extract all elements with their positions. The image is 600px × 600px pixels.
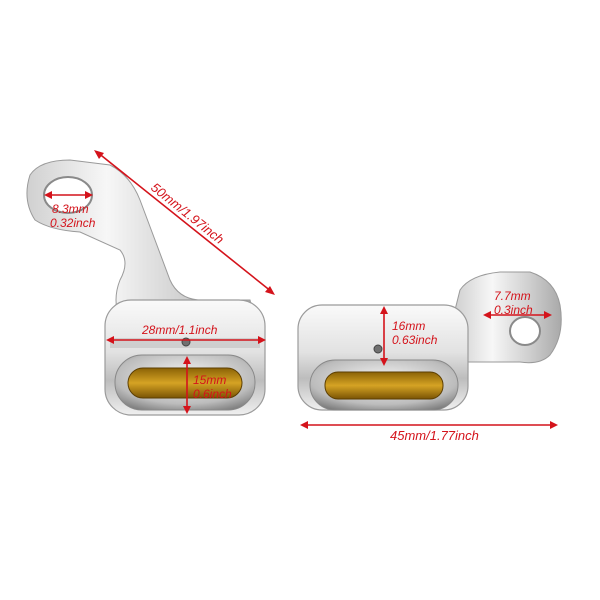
right-bracket (297, 271, 562, 411)
left-length-label: 50mm/1.97inch (148, 180, 227, 247)
right-height-mm-label: 16mm (392, 319, 425, 333)
right-mount-hole (509, 316, 541, 346)
left-dimensions (44, 150, 275, 414)
right-dimensions (300, 306, 558, 429)
left-width-label: 28mm/1.1inch (141, 323, 218, 337)
right-hole-mm-label: 7.7mm (494, 289, 531, 303)
left-hole-mm-label: 8.3mm (52, 202, 89, 216)
right-hole-in-label: 0.3inch (494, 303, 533, 317)
left-lens-in-label: 0.6inch (193, 387, 232, 401)
left-lens-mm-label: 15mm (193, 373, 226, 387)
screw-icon (373, 344, 383, 354)
right-amber-lens (324, 371, 444, 400)
right-height-in-label: 0.63inch (392, 333, 438, 347)
left-hole-in-label: 0.32inch (50, 216, 96, 230)
left-bracket (26, 159, 266, 416)
right-length-label: 45mm/1.77inch (390, 428, 479, 443)
left-amber-lens (127, 367, 243, 399)
